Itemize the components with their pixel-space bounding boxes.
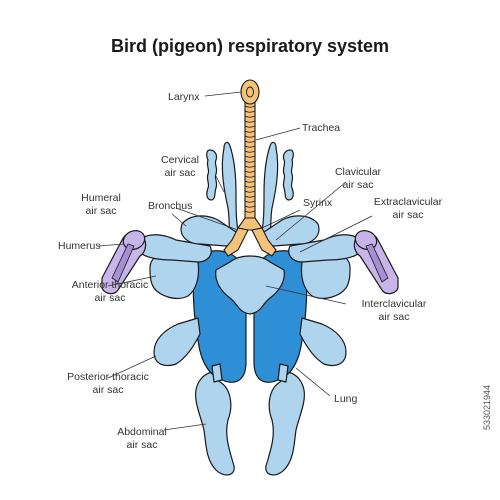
trachea-ring: [244, 135, 256, 138]
label-humerus: Humerus: [58, 240, 101, 252]
diagram-title: Bird (pigeon) respiratory system: [111, 36, 389, 56]
label-anterior-thoracic-air-sac-line1: Anterior thoracic: [72, 279, 148, 291]
label-humeral-air-sac-line1: Humeral: [81, 192, 121, 204]
trachea-ring: [244, 185, 256, 188]
label-anterior-thoracic-air-sac-line2: air sac: [95, 292, 126, 304]
trachea-ring: [244, 175, 256, 178]
trachea-and-bronchi: [223, 79, 277, 257]
label-larynx: Larynx: [168, 91, 200, 103]
interclavicular-air-sac: [215, 255, 285, 315]
label-interclavicular-air-sac-line2: air sac: [379, 311, 410, 323]
leader-lines: [97, 91, 373, 431]
trachea-ring: [244, 105, 256, 108]
trachea-ring: [244, 155, 256, 158]
label-cervical-air-sac-line2: air sac: [165, 167, 196, 179]
lung-connectors: [211, 363, 289, 383]
label-posterior-thoracic-air-sac-line1: Posterior thoracic: [67, 371, 149, 383]
trachea-ring: [244, 200, 256, 203]
label-cervical-air-sac-line1: Cervical: [161, 154, 199, 166]
trachea-ring: [244, 130, 256, 133]
trachea-ring: [244, 180, 256, 183]
label-lung: Lung: [334, 393, 358, 405]
cervical-air-sacs: [206, 141, 294, 243]
abdominal-air-sacs: [195, 371, 305, 476]
label-interclavicular-air-sac-line1: Interclavicular: [362, 298, 427, 310]
label-clavicular-air-sac-line2: air sac: [343, 179, 374, 191]
label-extraclavicular-air-sac-line1: Extraclavicular: [374, 196, 443, 208]
trachea-ring: [244, 210, 256, 213]
label-syrinx: Syrinx: [303, 197, 333, 209]
posterior-thoracic-air-sacs: [153, 317, 347, 367]
trachea-ring: [244, 195, 256, 198]
image-id: 533021944: [482, 385, 492, 430]
trachea-rings: [244, 105, 256, 213]
label-posterior-thoracic-air-sac-line2: air sac: [93, 384, 124, 396]
trachea-ring: [244, 140, 256, 143]
label-bronchus: Bronchus: [148, 200, 192, 212]
clavicular-air-sacs: [180, 215, 320, 247]
trachea-ring: [244, 160, 256, 163]
trachea-ring: [244, 205, 256, 208]
trachea-ring: [244, 150, 256, 153]
trachea-ring: [244, 165, 256, 168]
label-clavicular-air-sac-line1: Clavicular: [335, 166, 382, 178]
trachea-ring: [244, 115, 256, 118]
humerus-bones: [101, 230, 399, 295]
label-humeral-air-sac-line2: air sac: [86, 205, 117, 217]
label-extraclavicular-air-sac-line2: air sac: [393, 209, 424, 221]
label-trachea: Trachea: [302, 122, 340, 134]
labels: Larynx Trachea Cervical air sac Clavicul…: [58, 91, 443, 451]
humeral-air-sacs: [136, 234, 364, 263]
label-abdominal-air-sac-line1: Abdominal: [117, 426, 167, 438]
label-abdominal-air-sac-line2: air sac: [127, 439, 158, 451]
trachea-ring: [244, 170, 256, 173]
trachea-ring: [244, 145, 256, 148]
trachea-ring: [244, 125, 256, 128]
trachea-ring: [244, 110, 256, 113]
trachea-ring: [244, 190, 256, 193]
trachea-ring: [244, 120, 256, 123]
